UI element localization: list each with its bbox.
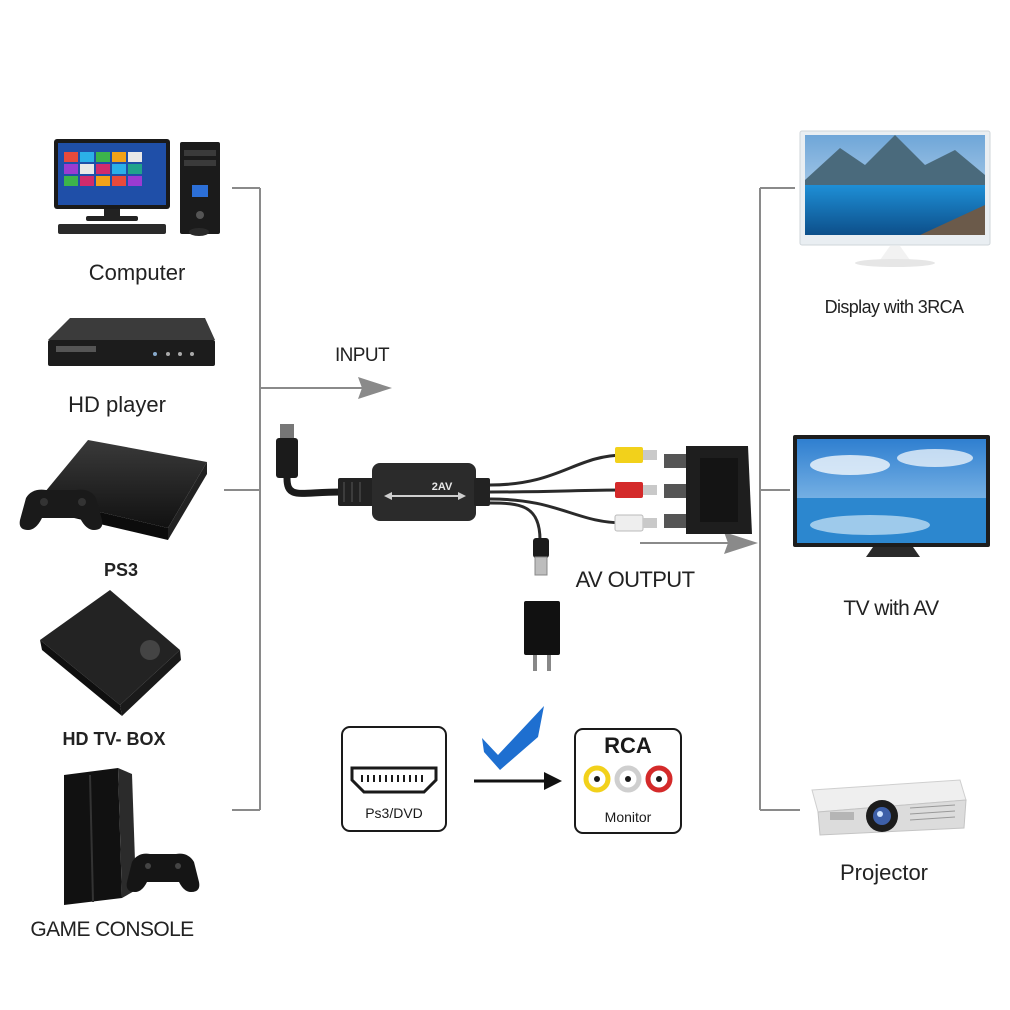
source-label-hd-tv-box: HD TV- BOX [62, 729, 166, 749]
source-label-hd-player: HD player [68, 392, 166, 417]
source-label-computer: Computer [88, 260, 186, 285]
rca-yellow-plug [615, 447, 657, 463]
hdmi-to-av-adapter-icon [276, 424, 752, 576]
adapter-label: 2AV [432, 481, 453, 493]
source-label-game-console: GAME CONSOLE [30, 918, 194, 941]
source-label-ps3: PS3 [103, 560, 139, 580]
source-bracket-lines [224, 187, 261, 811]
rca-legend-subtitle: Monitor [605, 809, 652, 825]
output-flow-label: AV OUTPUT [575, 567, 695, 592]
output-label-projector: Projector [839, 860, 929, 885]
monitor-icon [799, 130, 991, 267]
tv-box-icon [40, 590, 181, 716]
input-arrow [260, 377, 392, 399]
rca-white-plug [614, 514, 657, 532]
usb-power-adapter-icon [524, 601, 560, 671]
rca-legend-title: RCA [604, 733, 652, 758]
computer-icon [54, 139, 220, 236]
input-flow-label: INPUT [334, 345, 390, 366]
rca-red-plug [615, 482, 657, 498]
game-console-icon [64, 768, 200, 905]
scart-connector [664, 446, 752, 534]
bluray-player-icon [48, 318, 215, 366]
output-arrow [640, 532, 758, 554]
output-label-tv: TV with AV [843, 597, 939, 620]
output-label-display: Display with 3RCA [824, 297, 964, 317]
hdmi-legend-label: Ps3/DVD [365, 805, 423, 821]
checkmark-icon [482, 706, 544, 770]
hdmi-legend-box: Ps3/DVD [341, 726, 447, 832]
hdmi-pins [361, 775, 423, 782]
ps3-console-icon [19, 440, 207, 540]
tv-icon [793, 435, 990, 557]
projector-icon [811, 779, 967, 836]
legend-arrow [474, 772, 562, 790]
rca-legend-box: RCA Monitor [574, 728, 682, 834]
output-bracket-lines [759, 187, 800, 811]
